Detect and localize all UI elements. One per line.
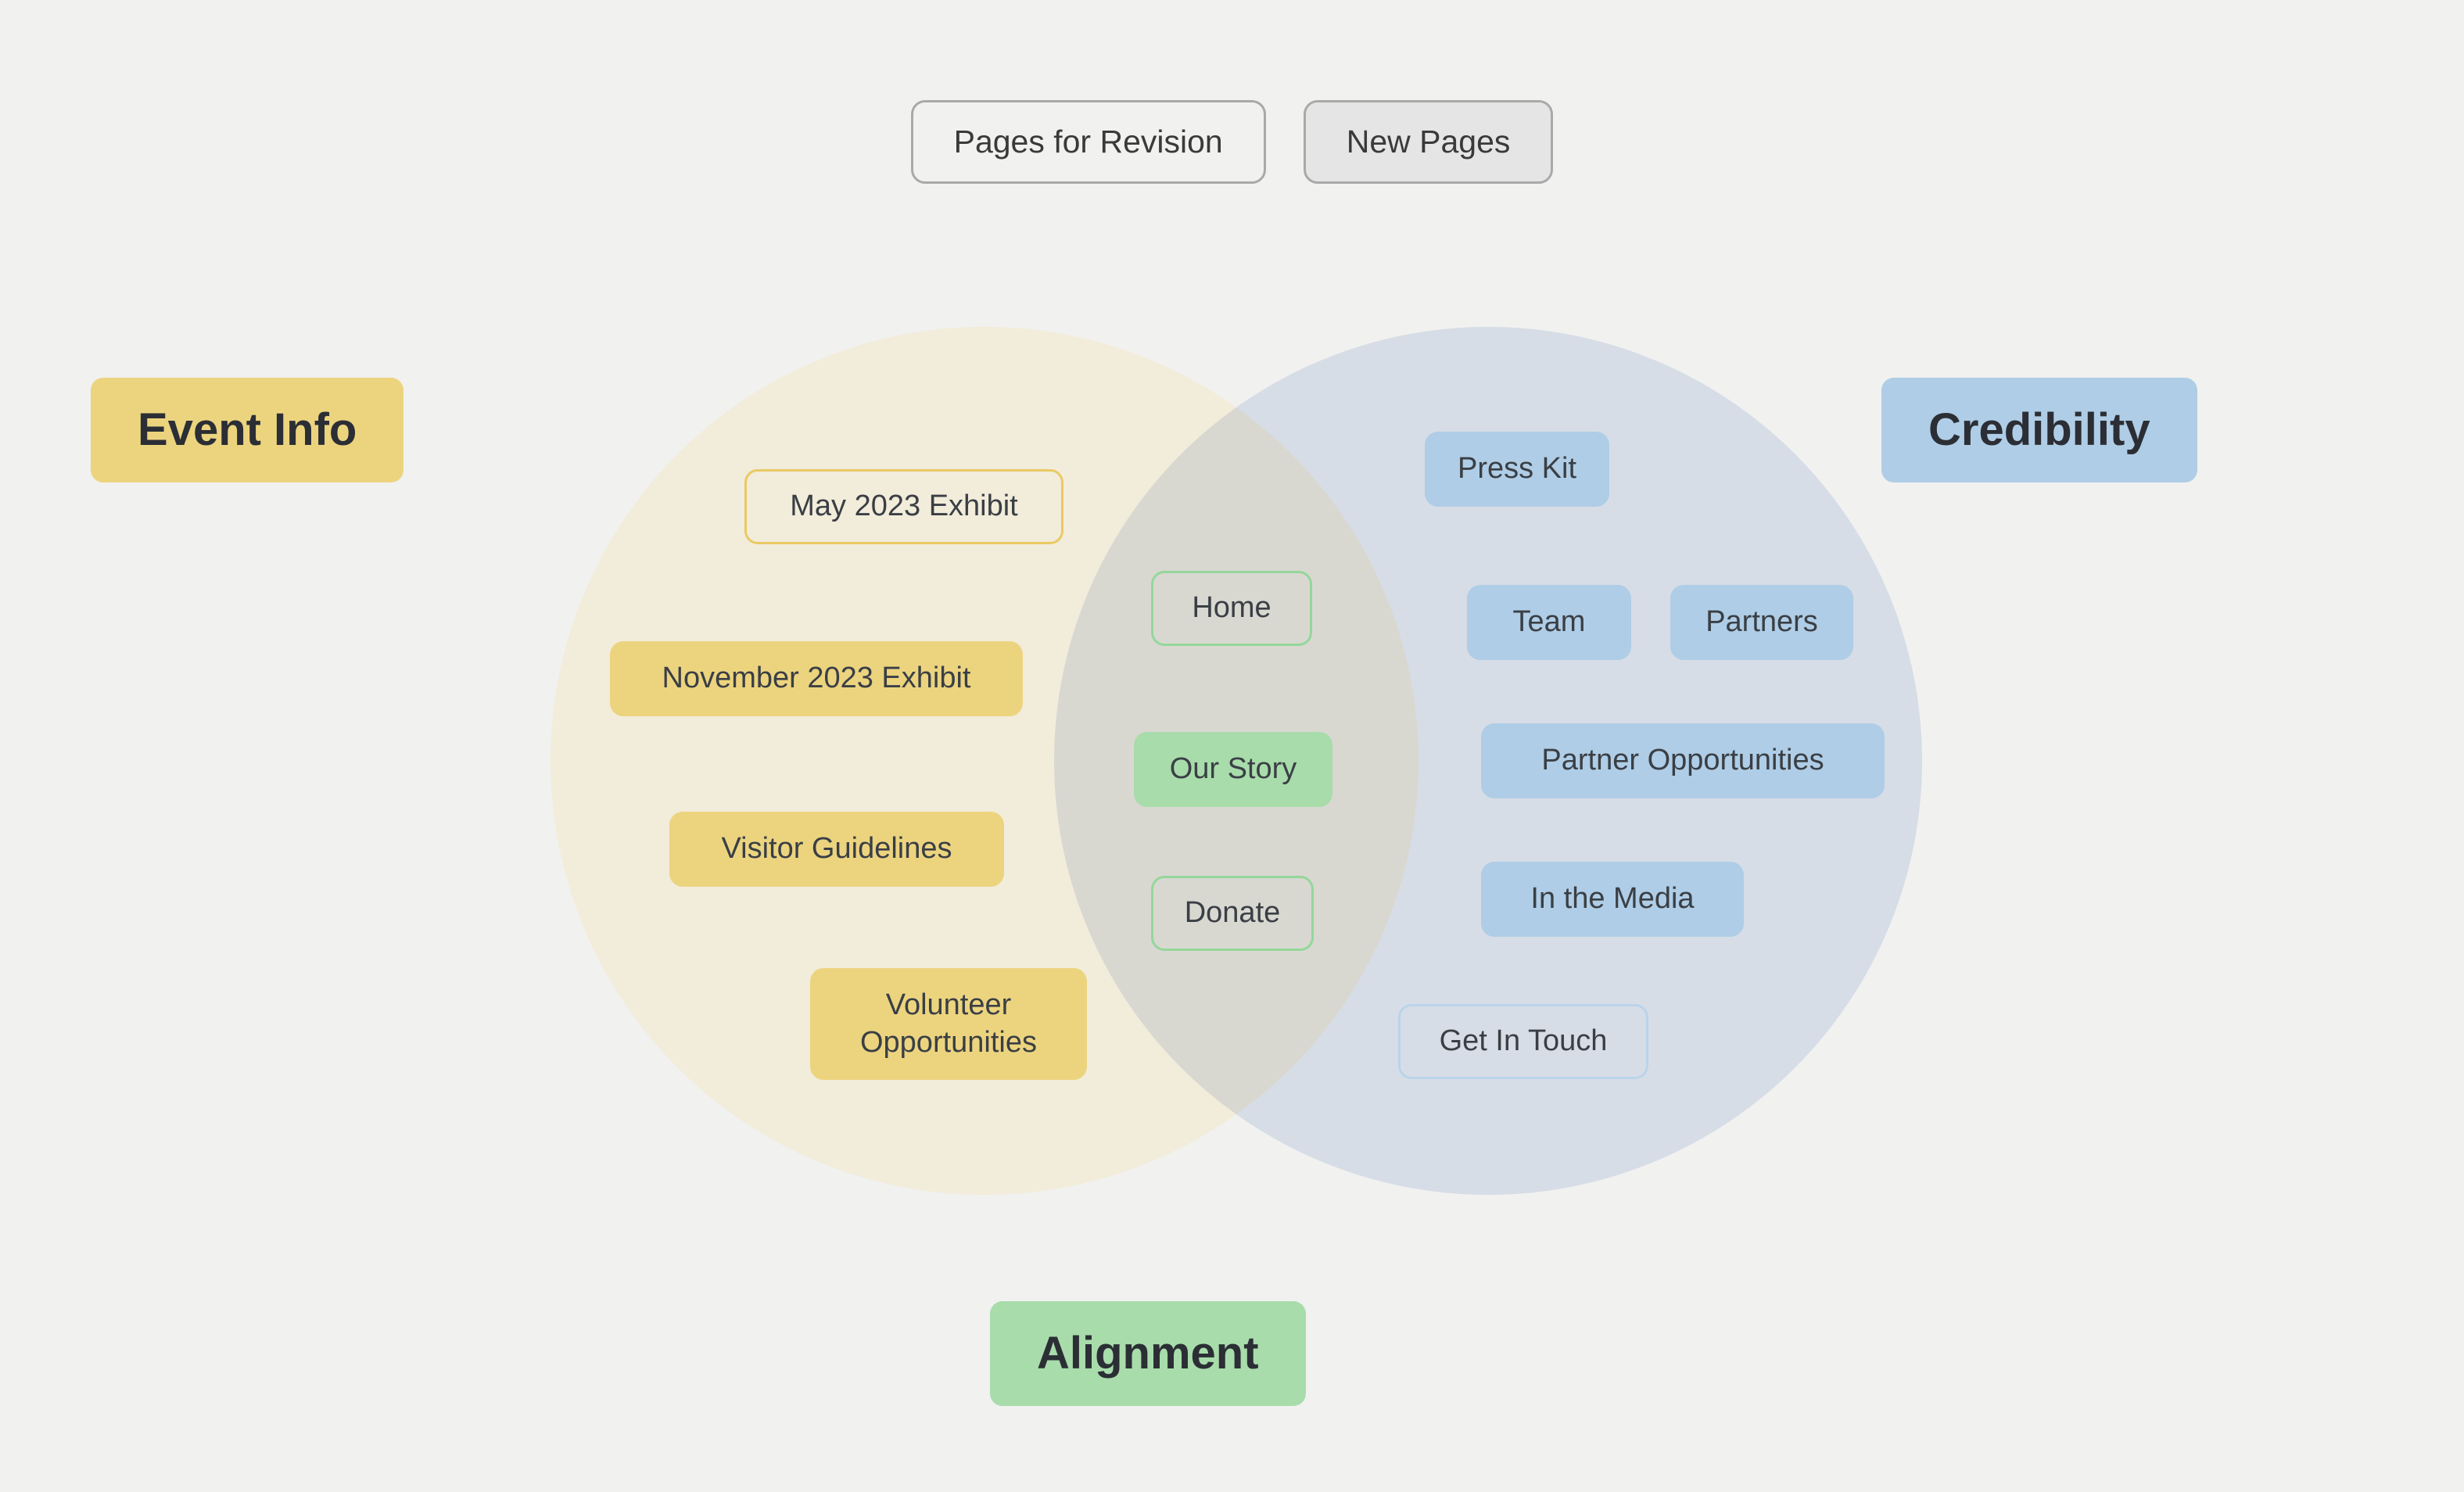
page-pill-team[interactable]: Team bbox=[1467, 585, 1631, 660]
page-pill-partner-opportunities[interactable]: Partner Opportunities bbox=[1481, 723, 1885, 798]
page-pill-press-kit[interactable]: Press Kit bbox=[1425, 432, 1609, 507]
page-pill-in-the-media[interactable]: In the Media bbox=[1481, 862, 1744, 937]
page-pill-get-in-touch[interactable]: Get In Touch bbox=[1398, 1004, 1648, 1079]
page-pill-donate[interactable]: Donate bbox=[1151, 876, 1314, 951]
category-label-event-info[interactable]: Event Info bbox=[91, 378, 404, 482]
legend-item-pages-for-revision[interactable]: Pages for Revision bbox=[910, 100, 1266, 184]
page-pill-partners[interactable]: Partners bbox=[1670, 585, 1853, 660]
legend-item-new-pages[interactable]: New Pages bbox=[1303, 100, 1554, 184]
page-pill-november-2023-exhibit[interactable]: November 2023 Exhibit bbox=[610, 641, 1023, 716]
page-pill-may-2023-exhibit[interactable]: May 2023 Exhibit bbox=[744, 469, 1063, 544]
page-pill-volunteer-opportunities[interactable]: Volunteer Opportunities bbox=[810, 968, 1087, 1080]
legend: Pages for Revision New Pages bbox=[0, 100, 2464, 184]
category-label-alignment[interactable]: Alignment bbox=[990, 1301, 1306, 1406]
page-pill-home[interactable]: Home bbox=[1151, 571, 1312, 646]
page-pill-our-story[interactable]: Our Story bbox=[1134, 732, 1332, 807]
category-label-credibility[interactable]: Credibility bbox=[1881, 378, 2197, 482]
page-pill-visitor-guidelines[interactable]: Visitor Guidelines bbox=[669, 812, 1004, 887]
